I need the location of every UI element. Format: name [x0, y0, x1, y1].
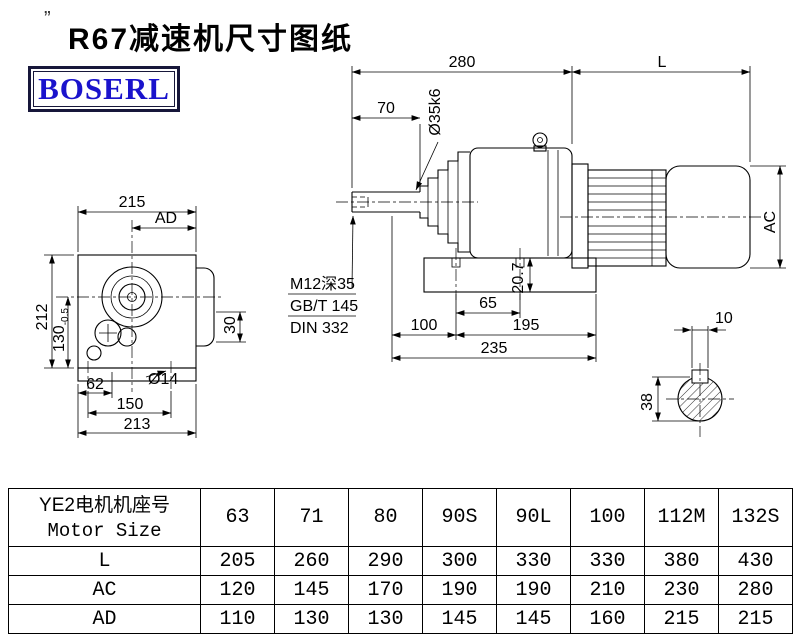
- dim-dia35-label: Ø35k6: [427, 88, 444, 135]
- table-cell: 330: [570, 546, 645, 576]
- side-view: 280 L 70 Ø35k6 AC 20.7 65: [288, 54, 786, 362]
- table-cell: 190: [422, 575, 497, 605]
- table-cell: 110: [200, 604, 275, 634]
- dim-10-label: 10: [715, 310, 733, 327]
- motor-size-label-en: Motor Size: [47, 519, 162, 542]
- table-cell: 120: [200, 575, 275, 605]
- table-cell: 230: [644, 575, 719, 605]
- table-cell: 130: [348, 604, 423, 634]
- table-row-ac: AC 120 145 170 190 190 210 230 280: [8, 575, 793, 605]
- table-cell: 380: [644, 546, 719, 576]
- row-label: AC: [8, 575, 201, 605]
- table-cell: 145: [496, 604, 571, 634]
- dim-dia14-label: Ø14: [148, 371, 178, 388]
- table-cell: 190: [496, 575, 571, 605]
- dim-195-label: 195: [513, 317, 540, 334]
- front-view: 215 AD 212 130-0.5 62 150 213: [34, 194, 246, 438]
- dim-280-label: 280: [449, 54, 476, 71]
- note-tapped-hole: M12深35: [290, 275, 355, 293]
- table-cell: 260: [274, 546, 349, 576]
- dim-70-label: 70: [377, 100, 395, 117]
- dim-20-7-label: 20.7: [510, 262, 527, 293]
- table-cell: 130: [274, 604, 349, 634]
- page-title: R67减速机尺寸图纸: [68, 23, 354, 56]
- dim-38-label: 38: [639, 393, 656, 411]
- dim-l-label: L: [658, 54, 667, 71]
- dim-130-label: 130-0.5: [51, 308, 71, 352]
- dim-150-label: 150: [117, 396, 144, 413]
- dim-30-label: 30: [222, 316, 239, 334]
- table-header-cell: 63: [200, 488, 275, 547]
- table-cell: 210: [570, 575, 645, 605]
- dim-213-label: 213: [124, 416, 151, 433]
- table-header-cell: 80: [348, 488, 423, 547]
- dim-100-label: 100: [411, 317, 438, 334]
- table-cell: 215: [718, 604, 793, 634]
- table-cell: 290: [348, 546, 423, 576]
- dim-212-label: 212: [34, 304, 51, 331]
- note-standard-gbt: GB/T 145: [290, 298, 358, 315]
- table-header-cell: 112M: [644, 488, 719, 547]
- dim-ac-label: AC: [762, 211, 779, 233]
- dim-ad-label: AD: [155, 210, 177, 227]
- dimension-table: YE2电机机座号 Motor Size 63 71 80 90S 90L 100…: [8, 488, 793, 634]
- boserl-logo: BOSERL: [28, 66, 180, 112]
- table-cell: 215: [644, 604, 719, 634]
- table-cell: 170: [348, 575, 423, 605]
- boserl-logo-text: BOSERL: [38, 71, 170, 106]
- table-cell: 145: [274, 575, 349, 605]
- table-header-cell: 90S: [422, 488, 497, 547]
- table-cell: 300: [422, 546, 497, 576]
- table-cell: 430: [718, 546, 793, 576]
- motor-size-label-cn: YE2电机机座号: [39, 494, 170, 516]
- note-standard-din: DIN 332: [290, 320, 349, 337]
- table-header-cell: 100: [570, 488, 645, 547]
- technical-drawing: 215 AD 212 130-0.5 62 150 213: [34, 54, 786, 438]
- table-header-cell: 71: [274, 488, 349, 547]
- row-label: AD: [8, 604, 201, 634]
- dim-215-label: 215: [119, 194, 146, 211]
- dim-130-tolerance: -0.5: [60, 308, 71, 326]
- table-header-cell: 90L: [496, 488, 571, 547]
- table-cell: 160: [570, 604, 645, 634]
- table-header-cell: 132S: [718, 488, 793, 547]
- table-cell: 145: [422, 604, 497, 634]
- table-header-row: YE2电机机座号 Motor Size 63 71 80 90S 90L 100…: [8, 488, 793, 547]
- row-label: L: [8, 546, 201, 576]
- dim-65-label: 65: [479, 295, 497, 312]
- corner-mark: ”: [44, 8, 51, 30]
- table-cell: 205: [200, 546, 275, 576]
- dim-130-value: 130: [51, 325, 68, 352]
- dim-235-label: 235: [481, 340, 508, 357]
- table-header-motor-size: YE2电机机座号 Motor Size: [8, 488, 201, 547]
- table-row-l: L 205 260 290 300 330 330 380 430: [8, 546, 793, 576]
- shaft-section-view: 10 38: [639, 310, 734, 437]
- dim-62-label: 62: [86, 376, 104, 393]
- table-cell: 330: [496, 546, 571, 576]
- table-cell: 280: [718, 575, 793, 605]
- table-row-ad: AD 110 130 130 145 145 160 215 215: [8, 604, 793, 634]
